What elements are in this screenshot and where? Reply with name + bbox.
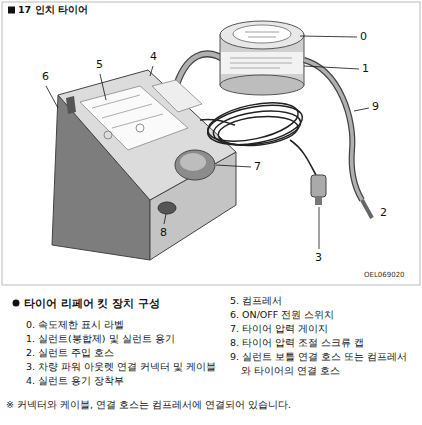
part-list-item: 2. 실런트 주입 호스 xyxy=(26,346,114,360)
part-list-item: 7. 타이어 압력 게이지 xyxy=(230,322,416,336)
part-list-item: 4. 실런트 용기 장착부 xyxy=(26,374,124,388)
power-plug xyxy=(311,175,326,197)
part-list-item: 6. ON/OFF 전원 스위치 xyxy=(230,308,416,322)
part-list-item: 9. 실런트 보틀 연결 호스 또는 컴프레서와 타이어의 연결 호스 xyxy=(230,350,416,378)
cable xyxy=(290,140,316,175)
callout-number: 6 xyxy=(42,70,49,84)
leader-line xyxy=(304,66,359,69)
callout-number: 0 xyxy=(360,30,367,44)
square-bullet xyxy=(8,7,15,14)
leader-line xyxy=(319,207,320,249)
screw-cap xyxy=(158,202,176,214)
round-bullet xyxy=(13,300,20,307)
callout-number: 2 xyxy=(380,206,387,220)
figure-code: OEL069020 xyxy=(364,268,405,282)
pressure-gauge xyxy=(175,150,215,180)
callout-number: 8 xyxy=(160,226,167,240)
label-line xyxy=(230,63,292,64)
sticker-line xyxy=(112,114,163,128)
cable-coil xyxy=(204,96,301,148)
hose-outline xyxy=(304,60,362,200)
bottle-bottom xyxy=(220,75,304,95)
part-list-item: 3. 차량 파워 아웃렛 연결 커넥터 및 케이블 xyxy=(26,360,216,374)
label-line xyxy=(245,32,279,33)
leader-line xyxy=(216,165,251,167)
cable-coil xyxy=(217,113,299,149)
cable-coil xyxy=(211,106,303,150)
plug-tip xyxy=(315,197,322,205)
part-list-item: 8. 타이어 압력 조절 스크류 캡 xyxy=(230,336,416,350)
callout-number: 4 xyxy=(150,50,157,64)
callout-number: 5 xyxy=(96,58,103,72)
mount-sticker xyxy=(152,80,202,112)
label-line xyxy=(230,68,280,69)
leader-line xyxy=(164,214,166,224)
part-list-item: 0. 속도제한 표시 라벨 xyxy=(26,318,124,332)
sticker-icon xyxy=(136,124,144,132)
sticker-icon xyxy=(104,131,112,139)
leader-line xyxy=(100,74,106,100)
leader-line xyxy=(46,86,58,108)
callout-number: 3 xyxy=(315,251,322,265)
figure-frame xyxy=(2,2,420,285)
injection-hose xyxy=(304,60,362,200)
speed-limit-label xyxy=(233,25,291,43)
section-label: 17 인치 타이어 xyxy=(18,3,88,17)
callout-number: 9 xyxy=(372,100,379,114)
list-heading: 타이어 리페어 킷 장치 구성 xyxy=(24,296,160,310)
sticker-line xyxy=(102,104,152,118)
footnote: ※ 커넥터와 케이블, 연결 호스는 컴프레서에 연결되어 있습니다. xyxy=(6,398,291,412)
part-list-item: 5. 컴프레서 xyxy=(230,294,416,308)
sticker-line xyxy=(92,95,140,108)
bottle-top xyxy=(220,21,304,49)
callout-number: 1 xyxy=(362,62,369,76)
power-switch xyxy=(66,96,76,114)
gauge-highlight xyxy=(180,153,206,171)
callout-number: 7 xyxy=(254,160,261,174)
bottle-label xyxy=(221,52,303,74)
leader-line xyxy=(354,108,369,111)
part-list-item: 1. 실런트(봉합제) 및 실런트 용기 xyxy=(26,332,175,346)
leader-line xyxy=(300,36,357,37)
label-line xyxy=(248,37,276,38)
hose-nozzle xyxy=(362,200,372,218)
label-line xyxy=(230,58,292,59)
leader-line xyxy=(150,66,153,76)
